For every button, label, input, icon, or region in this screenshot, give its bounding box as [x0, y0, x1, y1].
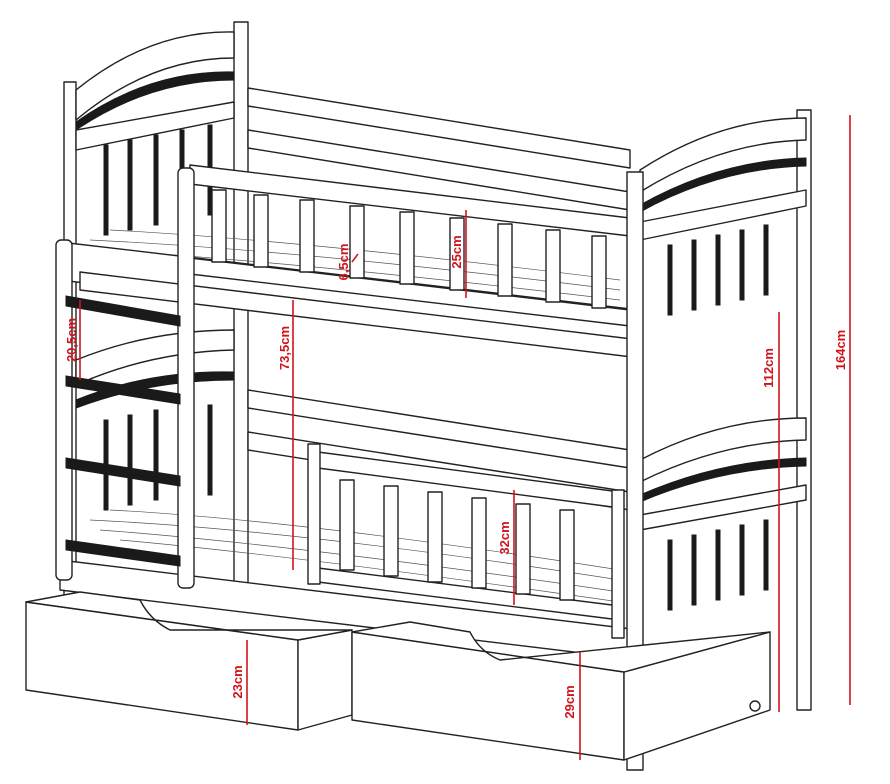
dim-label-drawer-floor-height: 29cm — [562, 685, 577, 718]
dim-label-top-rail-height: 25cm — [449, 235, 464, 268]
dim-label-total-height: 164cm — [833, 330, 848, 370]
drawers — [25, 591, 771, 761]
dim-label-bunk-clearance: 73,5cm — [277, 326, 292, 370]
dimension-labels: 6,5cm 25cm 20,5cm 73,5cm 112cm 164cm 32c… — [64, 235, 848, 718]
bed-frame — [55, 21, 812, 771]
dim-label-bottom-rail-height: 32cm — [497, 521, 512, 554]
dim-label-top-bunk-height: 112cm — [761, 348, 776, 388]
dim-label-ladder-step-spacing: 20,5cm — [64, 318, 79, 362]
dim-label-rail-gap: 6,5cm — [336, 244, 351, 281]
dim-label-drawer-height: 23cm — [230, 665, 245, 698]
dimension-lines — [79, 115, 851, 760]
